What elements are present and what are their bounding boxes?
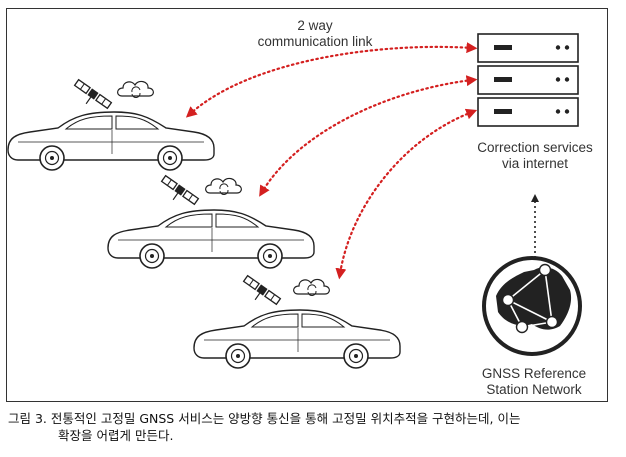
server-rack-icon (477, 33, 579, 127)
link-arrow-car-1 (185, 42, 478, 118)
server-label-line2: via internet (501, 156, 569, 171)
car-2 (107, 175, 315, 269)
station-network-globe-icon (482, 256, 582, 356)
network-label: GNSS Reference Station Network (460, 366, 608, 398)
network-label-line2: Station Network (486, 382, 582, 397)
server-label-line1: Correction services (477, 140, 593, 155)
network-label-line1: GNSS Reference (481, 366, 587, 381)
server-label: Correction services via internet (460, 140, 610, 172)
satellite-icon (156, 175, 200, 212)
car-1 (7, 79, 215, 171)
link-label: 2 way communication link (240, 18, 390, 50)
link-arrow-car-3 (335, 108, 478, 280)
red-arrows (185, 42, 478, 280)
link-arrow-car-2 (259, 75, 478, 197)
caption-line1: 그림 3. 전통적인 고정밀 GNSS 서비스는 양방향 통신을 통해 고정밀 … (8, 411, 521, 426)
link-label-line1: 2 way (297, 18, 333, 33)
caption-line2: 확장을 어렵게 만든다. (58, 428, 174, 443)
figure-frame (6, 8, 608, 402)
satellite-icon (238, 275, 282, 312)
link-label-line2: communication link (257, 34, 373, 49)
satellite-icon (69, 79, 113, 116)
cloud-sync-icon (293, 278, 330, 297)
figure-caption: 그림 3. 전통적인 고정밀 GNSS 서비스는 양방향 통신을 통해 고정밀 … (8, 410, 613, 444)
cloud-sync-icon (205, 177, 242, 196)
car-3 (193, 275, 401, 369)
cloud-sync-icon (117, 80, 154, 99)
